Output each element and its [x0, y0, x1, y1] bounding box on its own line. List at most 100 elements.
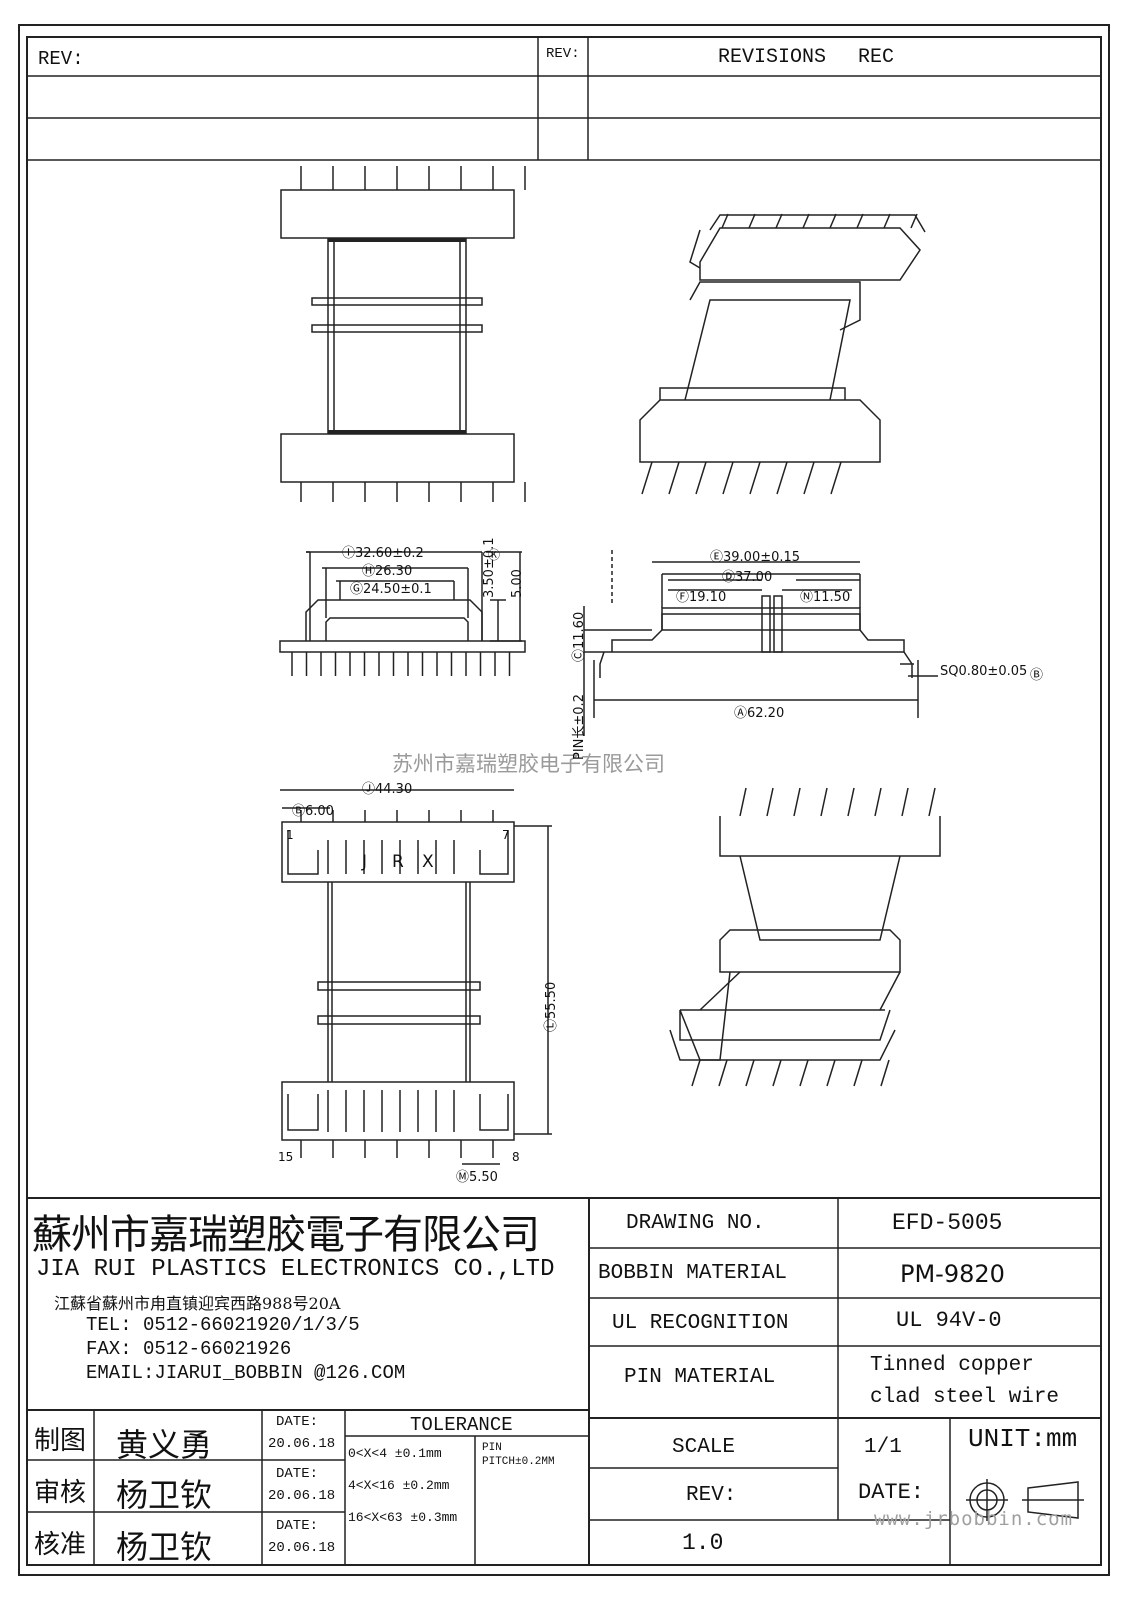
tolerance-pin-pitch: PITCH±0.2MM — [482, 1456, 555, 1468]
company-name-en: JIA RUI PLASTICS ELECTRONICS CO.,LTD — [36, 1256, 555, 1283]
company-name-cn: 蘇州市嘉瑞塑胶電子有限公司 — [32, 1212, 540, 1258]
dim-j: Ⓙ44.30 — [362, 782, 413, 797]
pin-line — [721, 213, 729, 229]
pin-line — [799, 1059, 809, 1087]
pin-line — [668, 461, 680, 495]
drawing-no-value: EFD-5005 — [892, 1210, 1003, 1236]
tolerance-pin-label: PIN — [482, 1442, 502, 1454]
company-watermark: 苏州市嘉瑞塑胶电子有限公司 — [392, 752, 665, 776]
dim-b: Ⓑ6.00 — [292, 804, 334, 819]
name-reviewer: 杨卫钦 — [116, 1476, 213, 1514]
drawing-no-label: DRAWING NO. — [626, 1212, 765, 1235]
sheet-inner-border — [26, 36, 1102, 1566]
tolerance-row-3: 16<X<63 ±0.3mm — [348, 1510, 458, 1525]
pin-line — [883, 213, 891, 229]
pin-line — [691, 1059, 701, 1087]
dim-5-00: 5.00 — [510, 569, 525, 598]
dim-3-50: 3.50±0.1 — [482, 537, 497, 598]
unit-label: UNIT:mm — [968, 1424, 1078, 1454]
dim-h: Ⓗ26.30 — [362, 564, 413, 579]
pin-line — [793, 787, 801, 817]
pin-line — [874, 787, 882, 817]
pin-number-last-bottom: 8 — [512, 1150, 520, 1164]
dim-k: Ⓚ — [488, 548, 501, 562]
dim-l: Ⓛ55.50 — [544, 981, 559, 1032]
dim-d: Ⓓ37.00 — [722, 570, 773, 585]
website-watermark: www.jrbobbin.com — [874, 1508, 1074, 1530]
ul-recognition-value: UL 94V-0 — [896, 1308, 1002, 1333]
dim-m: Ⓜ5.50 — [456, 1170, 498, 1185]
marking-j: J — [362, 852, 368, 872]
pin-number-first-bottom: 15 — [278, 1150, 294, 1164]
name-drafter: 黄义勇 — [116, 1426, 213, 1464]
ul-recognition-label: UL RECOGNITION — [612, 1312, 789, 1335]
pin-line — [739, 787, 747, 817]
pin-number-last-top: 7 — [502, 828, 510, 842]
sheet-outer-border — [18, 24, 1110, 1576]
pin-line — [749, 461, 761, 495]
bobbin-material-value: PM-9820 — [900, 1260, 1005, 1288]
name-approver: 杨卫钦 — [116, 1528, 213, 1566]
pin-line — [695, 461, 707, 495]
tolerance-title: TOLERANCE — [410, 1414, 513, 1436]
dim-c: Ⓒ11.60 — [572, 611, 587, 662]
pin-line — [880, 1059, 890, 1087]
dim-i: Ⓘ32.60±0.2 — [342, 546, 424, 561]
scale-value: 1/1 — [864, 1436, 902, 1459]
revisions-label: REVISIONS — [718, 46, 827, 69]
dim-f: Ⓕ19.10 — [676, 590, 727, 605]
rev-value: 1.0 — [682, 1530, 724, 1556]
tolerance-row-1: 0<X<4 ±0.1mm — [348, 1446, 442, 1461]
pin-line — [772, 1059, 782, 1087]
scale-label: SCALE — [672, 1436, 736, 1459]
company-fax: FAX: 0512-66021926 — [86, 1338, 292, 1360]
role-approver: 核准 — [34, 1530, 87, 1560]
role-drafter: 制图 — [34, 1426, 87, 1456]
pin-line — [830, 461, 842, 495]
pin-line — [910, 213, 918, 229]
pin-line — [802, 213, 810, 229]
dim-sq: SQ0.80±0.05 — [940, 664, 1028, 679]
date-label-drafter: DATE: — [276, 1414, 319, 1430]
date-label-bottom: DATE: — [858, 1480, 925, 1505]
pin-line — [748, 213, 756, 229]
marking-r: R — [392, 852, 404, 872]
dim-a: Ⓐ62.20 — [734, 706, 785, 721]
dim-n: Ⓝ11.50 — [800, 590, 851, 605]
dim-e: Ⓔ39.00±0.15 — [710, 550, 801, 565]
pin-line — [829, 213, 837, 229]
pin-line — [722, 461, 734, 495]
rev-label-left: REV: — [38, 48, 84, 70]
rev-label-mid: REV: — [546, 46, 580, 62]
pin-number-first: 1 — [286, 828, 294, 842]
pin-line — [718, 1059, 728, 1087]
pin-line — [928, 787, 936, 817]
company-email: EMAIL:JIARUI_BOBBIN @126.COM — [86, 1362, 406, 1384]
dim-sq-tag: Ⓑ — [1030, 668, 1044, 683]
dim-g: Ⓖ24.50±0.1 — [350, 582, 432, 597]
company-tel: TEL: 0512-66021920/1/3/5 — [86, 1314, 360, 1336]
rec-label: REC — [858, 46, 895, 69]
bobbin-material-label: BOBBIN MATERIAL — [598, 1262, 788, 1285]
tolerance-row-2: 4<X<16 ±0.2mm — [348, 1478, 450, 1493]
pin-material-line2: clad steel wire — [870, 1386, 1060, 1409]
pin-line — [745, 1059, 755, 1087]
pin-line — [901, 787, 909, 817]
pin-line — [856, 213, 864, 229]
date-label-approver: DATE: — [276, 1518, 319, 1534]
marking-x: X — [422, 852, 434, 872]
pin-material-line1: Tinned copper — [870, 1354, 1034, 1377]
pin-line — [775, 213, 783, 229]
date-approver: 20.06.18 — [268, 1540, 336, 1556]
pin-line — [853, 1059, 863, 1087]
company-address: 江蘇省蘇州市甪直镇迎宾西路988号20A — [54, 1294, 341, 1313]
date-label-reviewer: DATE: — [276, 1466, 319, 1482]
pin-line — [641, 461, 653, 495]
pin-line — [847, 787, 855, 817]
pin-line — [766, 787, 774, 817]
pin-line — [776, 461, 788, 495]
dim-pin-length: PIN长±0.2 — [572, 694, 587, 760]
rev-label-bottom: REV: — [686, 1484, 737, 1507]
date-drafter: 20.06.18 — [268, 1436, 336, 1452]
